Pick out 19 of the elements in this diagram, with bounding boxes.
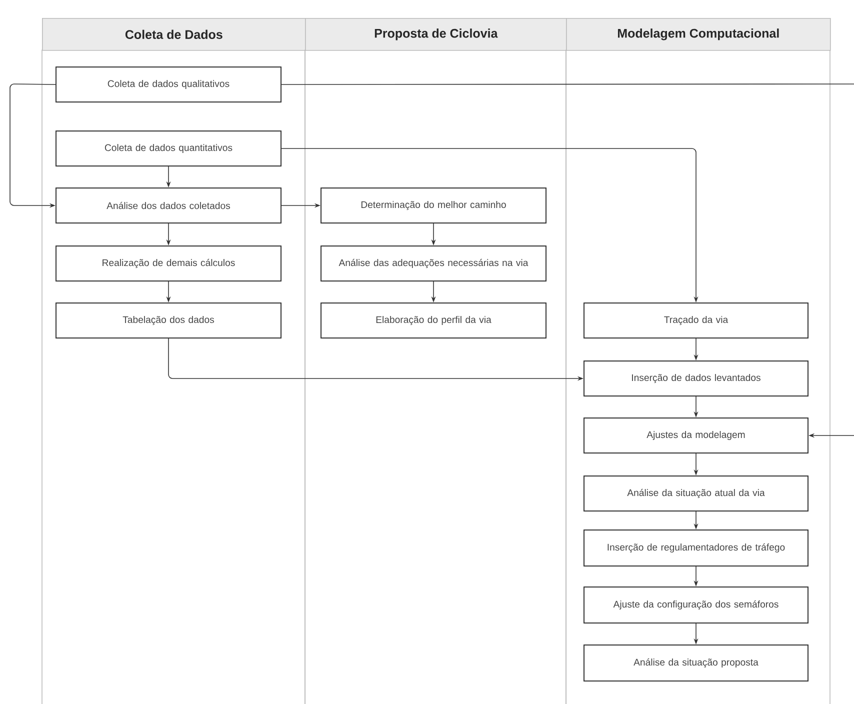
process-box: Determinação do melhor caminho	[320, 188, 546, 224]
node-label: Coleta de Dados	[125, 30, 222, 39]
process-box: Inserção de dados levantados	[584, 360, 808, 396]
process-box: Traçado da via	[584, 302, 808, 338]
process-box: Tabelação dos dados	[56, 302, 282, 338]
process-box: Elaboração do perfil da via	[320, 302, 546, 338]
process-box: Coleta de dados quantitativos	[56, 130, 282, 166]
process-box: Análise dos dados coletados	[56, 188, 282, 224]
process-box: Ajustes da modelagem	[584, 417, 808, 454]
process-box: Ajuste da configuração dos semáforos	[584, 586, 808, 624]
process-box: Análise das adequações necessárias na via	[320, 246, 546, 282]
process-box: Coleta de dados qualitativos	[56, 66, 282, 102]
process-box: Análise da situação atual da via	[584, 475, 808, 512]
node-label: Modelagem Computacional	[618, 28, 779, 40]
arrow	[281, 84, 854, 438]
process-box: Inserção de regulamentadores de tráfego	[584, 530, 808, 566]
node-label: Proposta de Ciclovia	[374, 28, 498, 40]
process-box: Realização de demais cálculos	[56, 246, 282, 282]
process-box: Análise da situação proposta	[584, 644, 808, 682]
